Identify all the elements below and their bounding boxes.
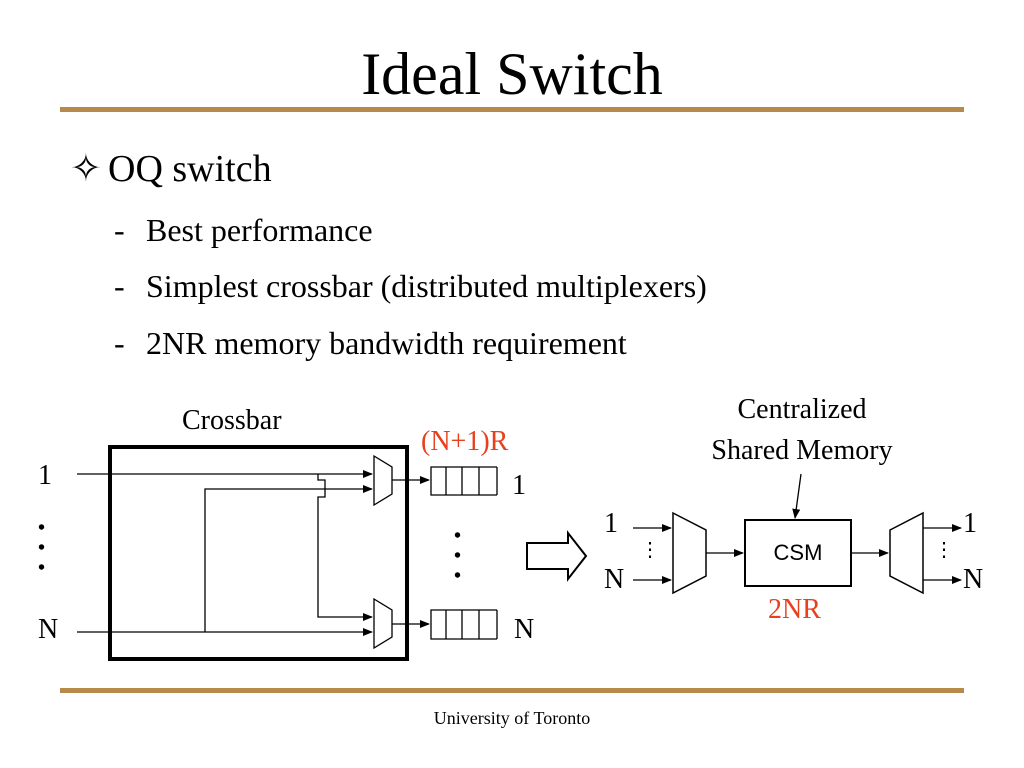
- output-ellipsis: • • •: [454, 525, 462, 587]
- sub-item-dash: -: [114, 212, 125, 248]
- sub-item-dash: -: [114, 268, 125, 304]
- mux-bottom: [373, 597, 393, 650]
- sub-item-text: 2NR memory bandwidth requirement: [146, 325, 627, 361]
- implies-arrow-icon: [526, 530, 588, 582]
- bullet-text: OQ switch: [108, 148, 272, 190]
- csm-in-dots: ⋮: [640, 539, 660, 561]
- footer-divider: [60, 688, 964, 693]
- csm-output-demux: [889, 511, 924, 595]
- sub-item: -Best performance: [114, 210, 373, 250]
- sub-item: -2NR memory bandwidth requirement: [114, 323, 627, 363]
- csm-in-label-n: N: [604, 564, 625, 595]
- input-label-1: 1: [38, 460, 52, 491]
- output-label-n: N: [514, 614, 535, 645]
- output-label-1: 1: [512, 470, 526, 501]
- sub-item-text: Best performance: [146, 212, 373, 248]
- mux-top: [373, 454, 393, 507]
- sub-item: -Simplest crossbar (distributed multiple…: [114, 266, 707, 306]
- csm-out-dots: ⋮: [934, 539, 954, 561]
- crossbar-label: Crossbar: [182, 405, 282, 436]
- csm-out-label-1: 1: [963, 508, 977, 539]
- rate-label: (N+1)R: [421, 426, 509, 457]
- input-label-n: N: [38, 614, 59, 645]
- memory-label-pointer: [792, 473, 802, 519]
- sub-item-dash: -: [114, 325, 125, 361]
- input-ellipsis: • • •: [38, 517, 46, 579]
- footer-text: University of Toronto: [433, 708, 591, 728]
- bandwidth-label: 2NR: [768, 594, 821, 625]
- output-queue-top: [430, 466, 498, 496]
- csm-in-label-1: 1: [604, 508, 618, 539]
- csm-input-mux: [672, 511, 707, 595]
- bullet-oq-switch: ✧OQ switch: [70, 145, 272, 193]
- four-point-star-icon: ✧: [70, 148, 102, 190]
- cross-line-n-to-1: [204, 485, 373, 632]
- csm-out-label-n: N: [963, 564, 984, 595]
- slide-title: Ideal Switch: [361, 41, 663, 107]
- output-queue-bottom: [430, 609, 498, 640]
- sub-item-text: Simplest crossbar (distributed multiplex…: [146, 268, 707, 304]
- crossbar-box: [108, 445, 409, 661]
- csm-label: CSM: [773, 540, 823, 565]
- cross-line-1-to-n: [317, 474, 373, 621]
- memory-label-line1: Centralized: [737, 394, 867, 425]
- memory-label-line2: Shared Memory: [711, 435, 893, 466]
- title-divider: [60, 107, 964, 112]
